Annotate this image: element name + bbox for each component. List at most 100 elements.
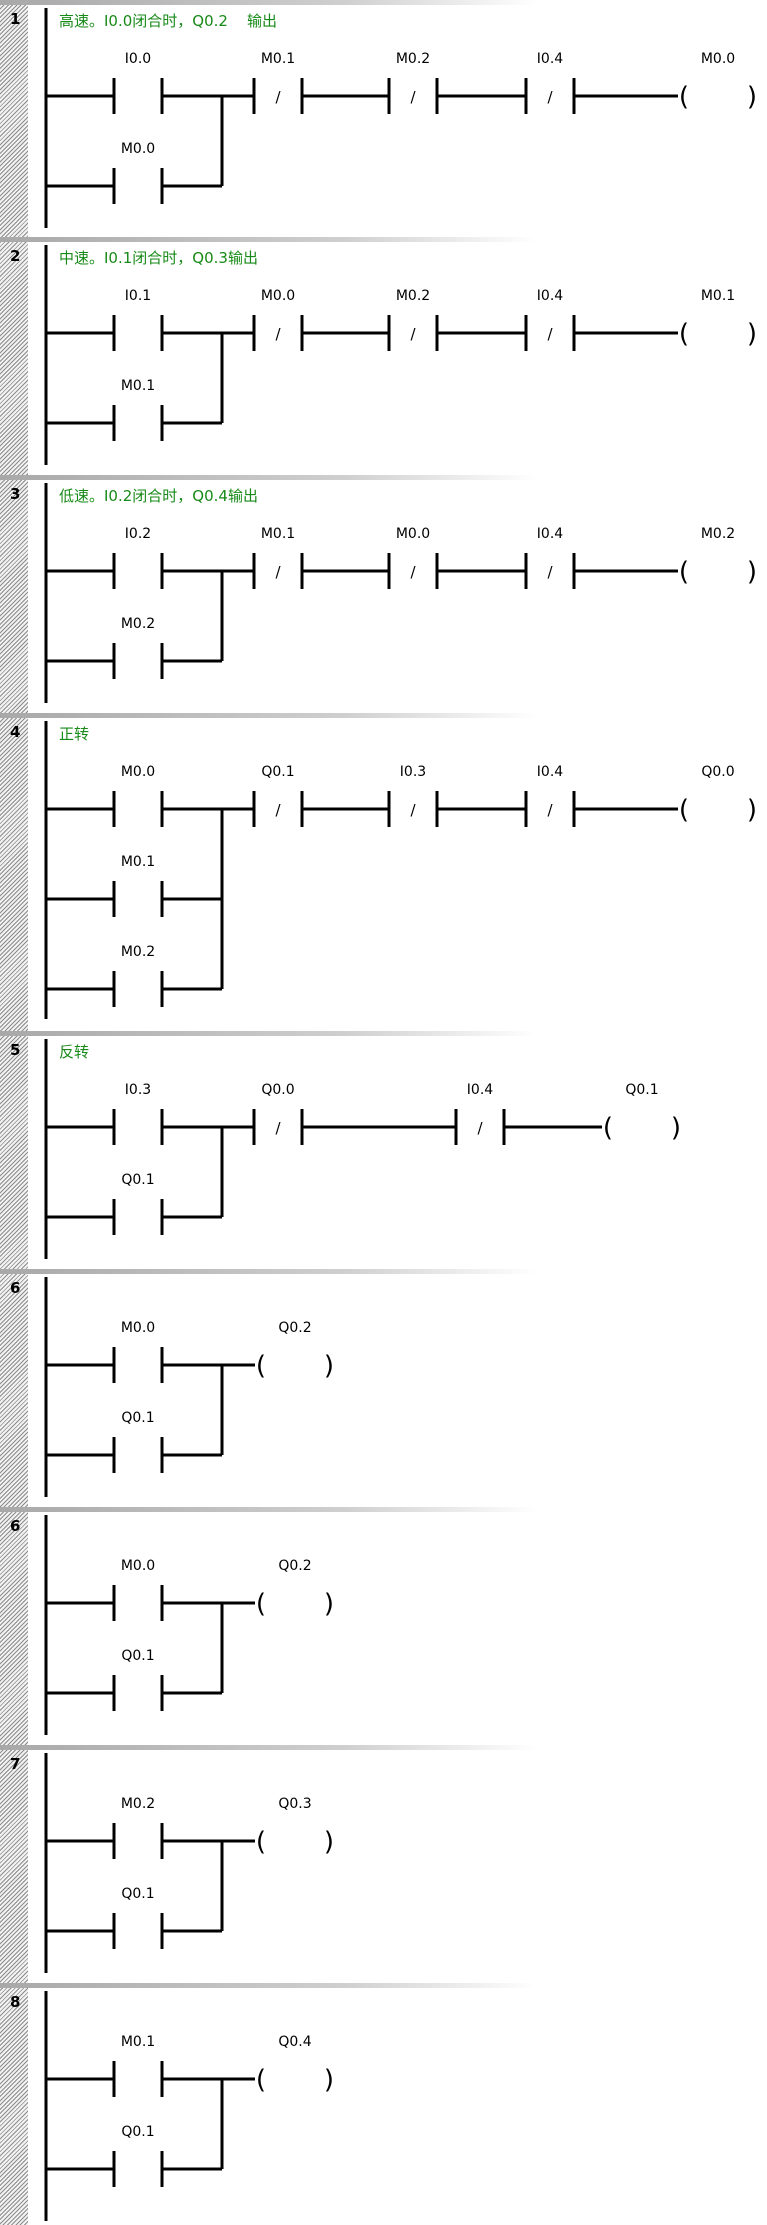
contact-slash: / xyxy=(275,1119,281,1137)
nc-contact[interactable]: / M0.0 xyxy=(387,526,439,589)
nc-contact[interactable]: /Q0.0 xyxy=(252,1082,304,1145)
no-contact[interactable]: I0.1 xyxy=(112,288,164,351)
contact-label: Q0.1 xyxy=(261,764,294,780)
no-contact[interactable]: M0.1 xyxy=(112,378,164,441)
contact-label: I0.0 xyxy=(125,51,151,67)
network-comment[interactable]: 低速。I0.2闭合时，Q0.4输出 xyxy=(59,487,258,505)
nc-contact[interactable]: /M0.2 xyxy=(387,288,439,351)
nc-contact[interactable]: /M0.0 xyxy=(252,288,304,351)
contact-label: M0.1 xyxy=(261,526,295,542)
rung-diagram: I0.3/Q0.0/I0.4 ()Q0.1Q0.1 xyxy=(44,1039,681,1259)
output-coil[interactable]: () M0.2 xyxy=(679,526,757,587)
contact-label: Q0.1 xyxy=(121,1648,154,1664)
contact-label: I0.1 xyxy=(125,288,151,304)
contact-label: I0.4 xyxy=(537,764,563,780)
contact-slash: / xyxy=(410,88,416,106)
contact-label: Q0.1 xyxy=(121,1886,154,1902)
network-number: 6 xyxy=(10,1279,21,1297)
rung-diagram: M0.0 ()Q0.2Q0.1 xyxy=(44,1277,334,1497)
no-contact[interactable]: Q0.1 xyxy=(112,1172,164,1235)
output-coil[interactable]: ()Q0.2 xyxy=(256,1320,334,1381)
contact-slash: / xyxy=(547,88,553,106)
network-number: 6 xyxy=(10,1517,21,1535)
contact-slash: / xyxy=(477,1119,483,1137)
output-coil[interactable]: ()Q0.3 xyxy=(256,1796,334,1857)
no-contact[interactable]: Q0.1 xyxy=(112,1648,164,1711)
coil-label: M0.1 xyxy=(701,288,735,304)
contact-label: M0.2 xyxy=(121,944,155,960)
nc-contact[interactable]: /M0.2 xyxy=(387,51,439,114)
rung-diagram: I0.0/M0.1/M0.2/I0.4()M0.0M0.0 xyxy=(44,8,757,228)
contact-label: M0.1 xyxy=(121,2034,155,2050)
coil-left-paren: ( xyxy=(256,1351,266,1381)
network-number: 4 xyxy=(10,723,21,741)
rung-diagram: M0.1 ()Q0.4Q0.1 xyxy=(44,1991,334,2221)
rung-diagram: I0.2/M0.1/M0.0/I0.4()M0.2M0.2 xyxy=(44,483,757,703)
contact-label: I0.3 xyxy=(400,764,426,780)
nc-contact[interactable]: /Q0.1 xyxy=(252,764,304,827)
no-contact[interactable]: M0.2 xyxy=(112,1796,164,1859)
no-contact[interactable]: M0.0 xyxy=(112,1320,164,1383)
output-coil[interactable]: ()M0.1 xyxy=(679,288,757,349)
no-contact[interactable]: Q0.1 xyxy=(112,1410,164,1473)
nc-contact[interactable]: /M0.1 xyxy=(252,51,304,114)
no-contact[interactable]: M0.0 xyxy=(112,764,164,827)
nc-contact[interactable]: /M0.1 xyxy=(252,526,304,589)
contact-slash: / xyxy=(410,801,416,819)
contact-label: M0.0 xyxy=(396,526,430,542)
output-coil[interactable]: ()Q0.1 xyxy=(603,1082,681,1143)
coil-left-paren: ( xyxy=(679,795,689,825)
coil-left-paren: ( xyxy=(679,557,689,587)
nc-contact[interactable]: /I0.4 xyxy=(524,764,576,827)
coil-left-paren: ( xyxy=(256,1589,266,1619)
contact-slash: / xyxy=(410,563,416,581)
contact-label: I0.4 xyxy=(537,51,563,67)
output-coil[interactable]: ()Q0.2 xyxy=(256,1558,334,1619)
no-contact[interactable]: I0.2 xyxy=(112,526,164,589)
no-contact[interactable]: M0.1 xyxy=(112,2034,164,2097)
contact-label: M0.0 xyxy=(121,1558,155,1574)
no-contact[interactable]: M0.1 xyxy=(112,854,164,917)
nc-contact[interactable]: /I0.4 xyxy=(524,288,576,351)
no-contact[interactable]: Q0.1 xyxy=(112,2124,164,2187)
coil-right-paren: ) xyxy=(747,557,757,587)
output-coil[interactable]: ()Q0.4 xyxy=(256,2034,334,2095)
nc-contact[interactable]: /I0.4 xyxy=(454,1082,506,1145)
output-coil[interactable]: ()Q0.0 xyxy=(679,764,757,825)
no-contact[interactable]: M0.2 xyxy=(112,944,164,1007)
network-header-bar xyxy=(0,1983,767,1988)
no-contact[interactable]: Q0.1 xyxy=(112,1886,164,1949)
network-comment[interactable]: 反转 xyxy=(59,1043,90,1061)
coil-label: Q0.4 xyxy=(278,2034,311,2050)
network-comment[interactable]: 高速。I0.0闭合时，Q0.2 输出 xyxy=(59,12,278,30)
coil-left-paren: ( xyxy=(679,82,689,112)
output-coil[interactable]: ()M0.0 xyxy=(679,51,757,112)
coil-left-paren: ( xyxy=(256,1827,266,1857)
no-contact[interactable]: M0.0 xyxy=(112,1558,164,1621)
network-header-bar xyxy=(0,713,767,718)
network-header-bar xyxy=(0,1507,767,1512)
no-contact[interactable]: M0.2 xyxy=(112,616,164,679)
network-comment[interactable]: 正转 xyxy=(59,725,90,743)
nc-contact[interactable]: / I0.3 xyxy=(387,764,439,827)
coil-label: M0.2 xyxy=(701,526,735,542)
coil-right-paren: ) xyxy=(671,1113,681,1143)
network-header-bar xyxy=(0,237,767,242)
network-comment[interactable]: 中速。I0.1闭合时，Q0.3输出 xyxy=(59,249,258,267)
no-contact[interactable]: M0.0 xyxy=(112,141,164,204)
contact-slash: / xyxy=(547,325,553,343)
contact-label: M0.1 xyxy=(261,51,295,67)
nc-contact[interactable]: /I0.4 xyxy=(524,526,576,589)
nc-contact[interactable]: / I0.4 xyxy=(524,51,576,114)
no-contact[interactable]: I0.0 xyxy=(112,51,164,114)
no-contact[interactable]: I0.3 xyxy=(112,1082,164,1145)
